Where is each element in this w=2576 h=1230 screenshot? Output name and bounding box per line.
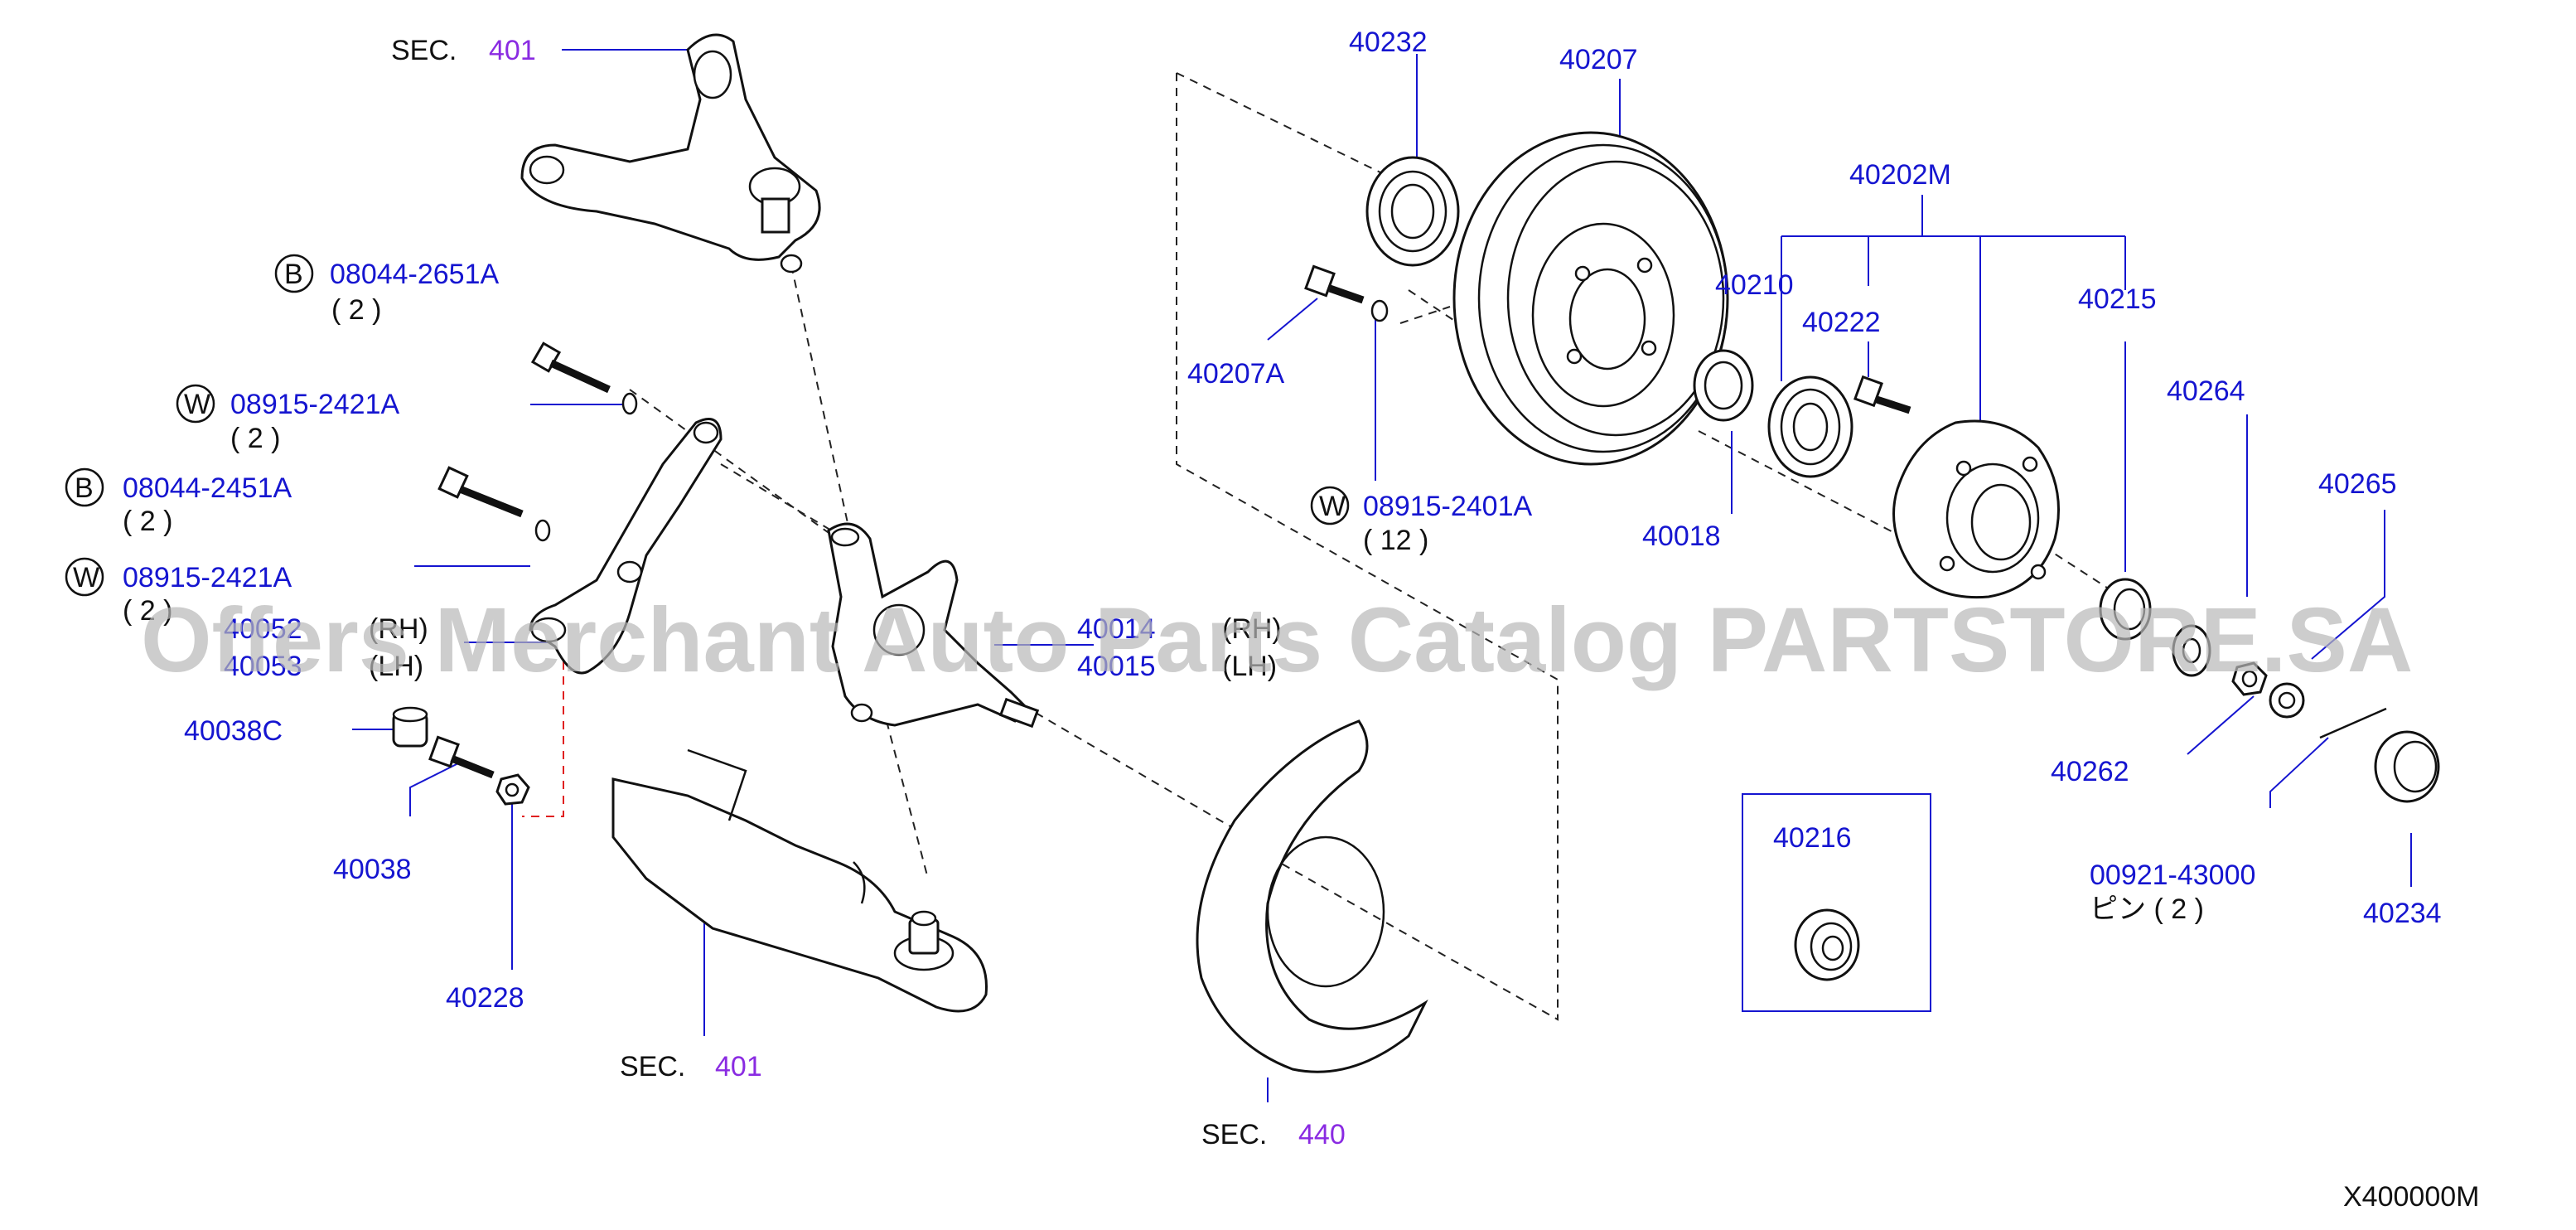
- part-40265[interactable]: 40265: [2318, 468, 2397, 500]
- marker-w-letter: W: [1319, 491, 1346, 522]
- washer-08915-2421a-2: [534, 519, 551, 542]
- cotter-pin-00921-43000: [2319, 707, 2387, 739]
- part-08915-2421a-1[interactable]: 08915-2421A: [230, 389, 400, 420]
- sec-ref-401-bottom[interactable]: 401: [715, 1051, 762, 1082]
- bearing-40216: [1794, 908, 1860, 981]
- part-40038[interactable]: 40038: [333, 854, 412, 885]
- label-lh-2: (LH): [1222, 651, 1277, 682]
- part-40264[interactable]: 40264: [2167, 375, 2245, 407]
- qty-08915-2421a-1: ( 2 ): [230, 423, 280, 454]
- dust-shield: [1196, 719, 1428, 1073]
- washer-08915-2401a: [1370, 299, 1389, 322]
- washer-40264: [2172, 624, 2211, 677]
- grease-cap-40234: [2374, 730, 2440, 803]
- part-40262[interactable]: 40262: [2051, 756, 2129, 787]
- sec-ref-401-top[interactable]: 401: [489, 35, 536, 66]
- upper-control-arm: [520, 33, 821, 274]
- bolt-40207a: [1304, 264, 1365, 304]
- label-lh-1: (LH): [369, 651, 423, 682]
- marker-b-circle: [65, 467, 104, 507]
- bearing-40018: [1693, 349, 1754, 422]
- nut-40228: [495, 773, 530, 806]
- sec-prefix: SEC.: [1201, 1119, 1267, 1150]
- part-00921-43000[interactable]: 00921-43000: [2090, 860, 2255, 891]
- sec-prefix: SEC.: [391, 35, 457, 66]
- part-40234[interactable]: 40234: [2363, 898, 2442, 929]
- marker-w-circle: [65, 557, 104, 597]
- stud-40222: [1853, 375, 1911, 414]
- bearing-40210: [1767, 375, 1853, 478]
- qty-08044-2651a: ( 2 ): [331, 294, 381, 326]
- qty-08044-2451a: ( 2 ): [123, 506, 172, 537]
- part-40228[interactable]: 40228: [446, 982, 524, 1014]
- marker-b-circle: [274, 254, 314, 293]
- part-40018[interactable]: 40018: [1642, 521, 1721, 552]
- assembly-lines: [522, 72, 2122, 1021]
- part-08044-2651a[interactable]: 08044-2651A: [330, 259, 500, 290]
- part-40207[interactable]: 40207: [1559, 44, 1638, 75]
- nut-40262: [2231, 661, 2268, 696]
- watermark: Offers Merchant Auto Parts Catalog PARTS…: [141, 589, 2413, 691]
- part-40207a[interactable]: 40207A: [1187, 358, 1285, 390]
- part-40216[interactable]: 40216: [1773, 822, 1852, 854]
- part-40014[interactable]: 40014: [1077, 613, 1156, 645]
- bolt-40038: [428, 735, 495, 779]
- part-08915-2401a[interactable]: 08915-2401A: [1363, 491, 1533, 522]
- bushing-40038c: [392, 706, 428, 748]
- marker-w-letter: W: [73, 562, 99, 593]
- part-40202m[interactable]: 40202M: [1849, 159, 1951, 191]
- wheel-hub-40202m: [1892, 419, 2060, 599]
- marker-b-letter: B: [75, 472, 94, 504]
- qty-08915-2421a-2: ( 2 ): [123, 595, 172, 627]
- lower-control-arm: [611, 748, 988, 1013]
- leader-lines: [352, 49, 2412, 1102]
- bolt-08044-2651a: [530, 341, 611, 394]
- knuckle-arm: [529, 418, 723, 675]
- label-rh-1: (RH): [369, 613, 428, 645]
- part-08915-2421a-2[interactable]: 08915-2421A: [123, 562, 292, 593]
- part-40052[interactable]: 40052: [224, 613, 302, 645]
- part-40210[interactable]: 40210: [1715, 269, 1794, 301]
- marker-w-circle: [1310, 486, 1350, 525]
- washer-08915-2421a-1: [621, 392, 638, 415]
- seal-40215: [2099, 578, 2152, 641]
- marker-w-letter: W: [184, 389, 210, 420]
- diagram-code: X400000M: [2343, 1181, 2479, 1213]
- brake-rotor-40207: [1452, 131, 1729, 466]
- sec-ref-440[interactable]: 440: [1298, 1119, 1346, 1150]
- marker-b-letter: B: [284, 259, 303, 290]
- steering-knuckle: [827, 522, 1040, 729]
- bolt-08044-2451a: [437, 466, 524, 518]
- lock-40265: [2269, 682, 2305, 719]
- label-rh-2: (RH): [1222, 613, 1282, 645]
- bearing-40232: [1365, 156, 1460, 267]
- part-40222[interactable]: 40222: [1802, 307, 1881, 338]
- part-40053[interactable]: 40053: [224, 651, 302, 682]
- part-08044-2451a[interactable]: 08044-2451A: [123, 472, 292, 504]
- marker-w-circle: [176, 384, 215, 424]
- part-40015[interactable]: 40015: [1077, 651, 1156, 682]
- label-pin-qty: ピン ( 2 ): [2090, 893, 2204, 925]
- qty-08915-2401a: ( 12 ): [1363, 525, 1428, 556]
- sec-prefix: SEC.: [620, 1051, 685, 1082]
- part-40232[interactable]: 40232: [1349, 27, 1428, 58]
- part-40215[interactable]: 40215: [2078, 283, 2157, 315]
- part-40038c[interactable]: 40038C: [184, 715, 283, 747]
